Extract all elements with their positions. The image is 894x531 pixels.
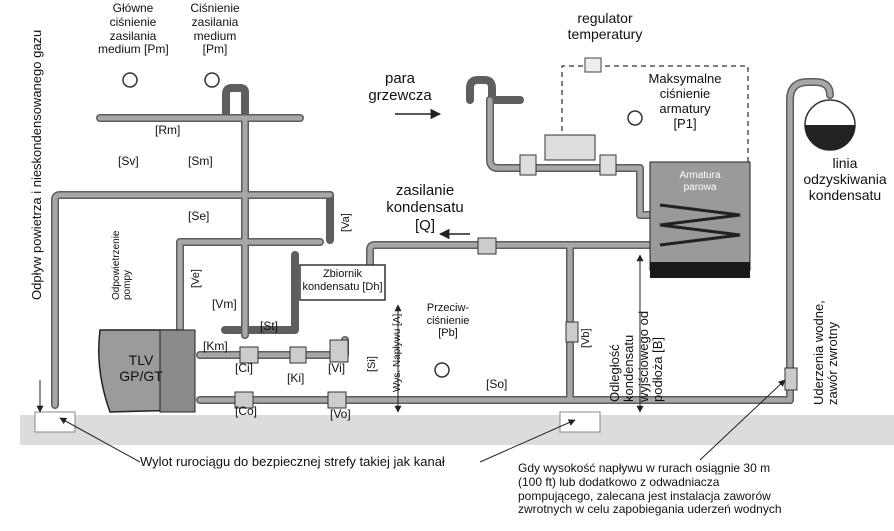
main-supply-line1: Główne (112, 1, 154, 15)
max-pressure-label: Maksymalne ciśnienie armatury [P1] (640, 71, 730, 132)
pump-vent-line2: pompy (122, 269, 133, 300)
condensate-recovery-label: linia odzyskiwania kondensatu (800, 155, 890, 203)
tag-so: [So] (486, 377, 508, 391)
supply-pressure-line2: zasilania (191, 14, 239, 29)
main-supply-line3: zasilania (109, 28, 157, 43)
steam-inlet-valves (519, 134, 617, 176)
water-hammer-line2: zawór zwrotny (825, 321, 841, 405)
recovery-tank (804, 99, 856, 151)
max-pressure-line4: [P1] (673, 115, 697, 131)
water-hammer-line1: Uderzenia wodne, (811, 300, 826, 405)
back-pressure-line2: ciśnienie (426, 314, 470, 327)
back-pressure-line1: Przeciw- (426, 302, 470, 314)
tag-vb: [Vb] (580, 328, 592, 348)
pump-line2: GP/GT (119, 368, 163, 385)
hammer-note-line1: Gdy wysokość napływu w rurach osiągnie 3… (518, 461, 771, 475)
temp-regulator-line2: temperatury (567, 26, 643, 43)
tag-km: [Km] (203, 339, 228, 353)
main-supply-line2: ciśnienie (109, 14, 157, 29)
hammer-note: Gdy wysokość napływu w rurach osiągnie 3… (518, 461, 782, 517)
hammer-note-line3: pompującego, zalecana jest instalacja za… (518, 488, 771, 503)
outlet-components (234, 237, 798, 409)
steam-equipment-line2: parowa (683, 181, 717, 193)
drain-pit-right (559, 411, 601, 433)
heating-steam-line2: grzewcza (368, 87, 432, 105)
pump-line1: TLV (128, 352, 154, 368)
max-pressure-line1: Maksymalne (648, 71, 722, 86)
back-pressure-label: Przeciw- ciśnienie [Pb] (418, 302, 478, 340)
outlet-distance-line1: Odległość (607, 344, 622, 402)
tag-vi: [Vi] (328, 361, 346, 375)
condensate-supply-line3: [Q] (414, 216, 435, 234)
heating-steam-label: para grzewcza (355, 70, 445, 105)
tag-ve: [Ve] (190, 269, 202, 288)
pressure-gauges (122, 72, 643, 378)
drain-note-leader-right (479, 419, 576, 463)
tag-ci: [Ci] (235, 361, 253, 375)
drain-pit-left (34, 411, 76, 433)
drain-note-leader-left (59, 417, 141, 463)
max-pressure-line3: armatury (659, 100, 711, 116)
tag-st: [St] (260, 319, 279, 333)
tag-co: [Co] (235, 404, 258, 418)
main-supply-line4: medium [Pm] (98, 42, 169, 57)
condensate-supply-line2: kondensatu (386, 199, 464, 217)
tag-si: [Si] (366, 356, 378, 372)
supply-pressure-label: Ciśnienie zasilania medium [Pm] (180, 1, 250, 57)
steam-equipment-line1: Armatura (679, 170, 721, 181)
outlet-distance-line4: podłoża [B] (649, 336, 665, 402)
pump-vent-line1: Odpowietrzenie (111, 230, 122, 300)
hammer-note-line4: zwrotnych w celu zapobiegania uderzeń wo… (518, 502, 782, 517)
supply-pressure-line4: [Pm] (202, 42, 228, 57)
water-hammer-label: Uderzenia wodne, zawór zwrotny (811, 300, 841, 405)
receiver-line1: Zbiornik (322, 268, 363, 280)
max-pressure-line2: ciśnienie (659, 85, 711, 101)
outlet-distance-line2: kondensatu (621, 334, 637, 402)
hammer-note-leader (699, 379, 786, 461)
fill-height-label: Wys. Napływu [A] (392, 313, 403, 392)
receiver-line2: kondensatu [Dh] (302, 280, 383, 293)
condensate-recovery-line2: odzyskiwania (803, 171, 887, 188)
tag-ki: [Ki] (287, 371, 305, 385)
tag-vm: [Vm] (212, 297, 237, 311)
pump-body (98, 329, 196, 413)
tag-va: [Va] (340, 213, 352, 232)
pump-vent-label: Odpowietrzenie pompy (111, 231, 133, 300)
condensate-supply-label: zasilanie kondensatu [Q] (375, 182, 475, 234)
tag-vo: [Vo] (330, 407, 351, 421)
temp-regulator-sensor (584, 57, 602, 73)
tag-se: [Se] (188, 209, 210, 223)
outlet-distance-line3: wyjściowego od (635, 310, 651, 402)
tag-rm: [Rm] (155, 123, 181, 137)
receiver-label: Zbiornik kondensatu [Dh] (300, 268, 385, 293)
supply-pressure-line3: medium (193, 28, 237, 43)
temp-regulator-line1: regulator (577, 10, 633, 26)
steam-equipment (649, 161, 751, 278)
temp-regulator-label: regulator temperatury (555, 10, 655, 42)
hammer-note-line2: (100 ft) lub dodatkowo z odwadniacza (518, 474, 720, 489)
pump-label: TLV GP/GT (106, 352, 176, 384)
main-supply-label: Główne ciśnienie zasilania medium [Pm] (98, 1, 169, 57)
steam-equipment-label: Armatura parowa (655, 170, 745, 193)
air-vent-label: Odpływ powietrza i nieskondensowanego ga… (29, 29, 44, 300)
supply-pressure-line1: Ciśnienie (190, 1, 240, 15)
condensate-recovery-line1: linia (832, 155, 858, 171)
heating-steam-line1: para (384, 70, 416, 87)
condensate-recovery-line3: kondensatu (808, 187, 882, 204)
tag-sm: [Sm] (188, 154, 213, 168)
back-pressure-line3: [Pb] (438, 327, 458, 340)
control-signal-line (561, 65, 749, 210)
condensate-receiver (299, 264, 386, 301)
condensate-supply-line1: zasilanie (395, 182, 455, 199)
drain-note: Wylot rurociągu do bezpiecznej strefy ta… (140, 454, 445, 469)
ground-slab (20, 415, 894, 445)
outlet-distance-label: Odległość kondensatu wyjściowego od podł… (607, 310, 665, 402)
tag-sv: [Sv] (118, 154, 139, 168)
